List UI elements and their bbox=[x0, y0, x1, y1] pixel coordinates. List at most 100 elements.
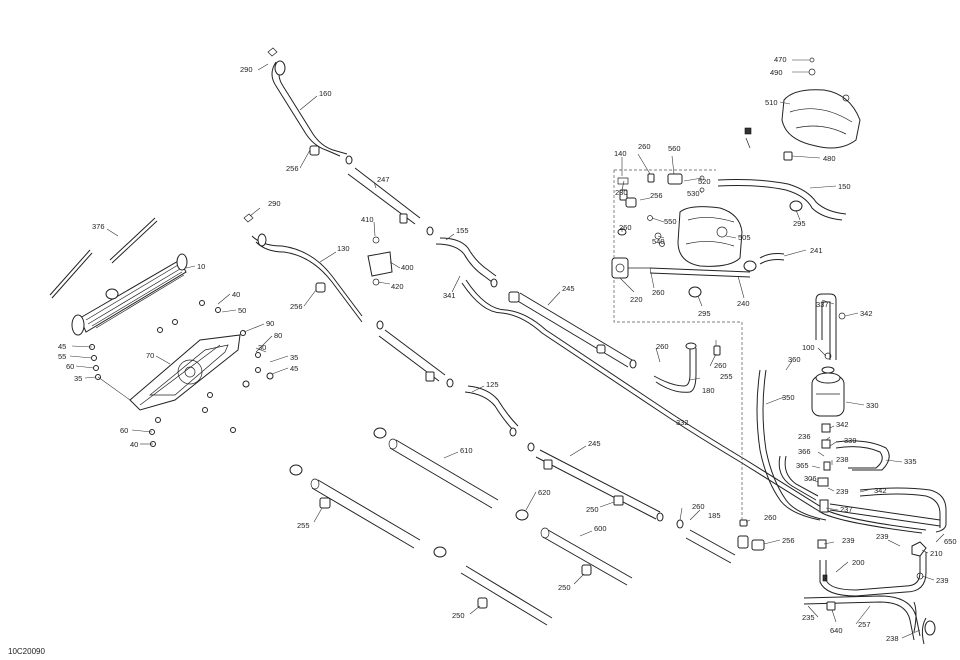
callout-label: 125 bbox=[486, 380, 499, 389]
callout-label: 155 bbox=[456, 226, 469, 235]
callout-label: 650 bbox=[944, 537, 957, 546]
callout-label: 239 bbox=[842, 536, 855, 545]
callout-label: 256 bbox=[290, 302, 303, 311]
callout-label: 130 bbox=[337, 244, 350, 253]
callout-label: 260 bbox=[692, 502, 705, 511]
callout-label: 335 bbox=[904, 457, 917, 466]
callout-label: 239 bbox=[936, 576, 949, 585]
callout-label: 332 bbox=[676, 418, 689, 427]
callout-label: 245 bbox=[588, 439, 601, 448]
callout-label: 45 bbox=[58, 342, 66, 351]
callout-label: 150 bbox=[838, 182, 851, 191]
callout-labels: 290 160 256 247 290 130 256 410 400 420 … bbox=[58, 55, 957, 643]
callout-label: 40 bbox=[232, 290, 240, 299]
callout-label: 210 bbox=[930, 549, 943, 558]
callout-label: 290 bbox=[268, 199, 281, 208]
callout-label: 330 bbox=[866, 401, 879, 410]
callout-label: 640 bbox=[830, 626, 843, 635]
loose-hoses bbox=[289, 342, 765, 626]
long-tubes bbox=[461, 279, 927, 534]
callout-label: 45 bbox=[290, 364, 298, 373]
callout-label: 100 bbox=[802, 343, 815, 352]
callout-label: 230 bbox=[615, 188, 628, 197]
callout-label: 550 bbox=[664, 217, 677, 226]
callout-label: 480 bbox=[823, 154, 836, 163]
callout-label: 342 bbox=[836, 420, 849, 429]
callout-label: 366 bbox=[798, 447, 811, 456]
callout-label: 200 bbox=[852, 558, 865, 567]
callout-label: 256 bbox=[650, 191, 663, 200]
callout-label: 160 bbox=[319, 89, 332, 98]
callout-label: 510 bbox=[765, 98, 778, 107]
callout-label: 180 bbox=[702, 386, 715, 395]
callout-label: 30 bbox=[258, 343, 266, 352]
callout-label: 260 bbox=[656, 342, 669, 351]
callout-label: 250 bbox=[586, 505, 599, 514]
expansion-tank-top bbox=[744, 57, 861, 161]
callout-label: 60 bbox=[66, 362, 74, 371]
callout-label: 337 bbox=[816, 300, 829, 309]
callout-label: 35 bbox=[290, 353, 298, 362]
callout-label: 236 bbox=[798, 432, 811, 441]
callout-label: 540 bbox=[652, 237, 665, 246]
callout-label: 256 bbox=[286, 164, 299, 173]
callout-label: 250 bbox=[452, 611, 465, 620]
callout-label: 35 bbox=[74, 374, 82, 383]
callout-label: 365 bbox=[796, 461, 809, 470]
callout-label: 290 bbox=[240, 65, 253, 74]
callout-label: 220 bbox=[630, 295, 643, 304]
callout-label: 376 bbox=[92, 222, 105, 231]
callout-label: 55 bbox=[58, 352, 66, 361]
callout-label: 560 bbox=[668, 144, 681, 153]
callout-label: 260 bbox=[638, 142, 651, 151]
callout-label: 255 bbox=[297, 521, 310, 530]
callout-label: 339 bbox=[844, 436, 857, 445]
callout-label: 235 bbox=[802, 613, 815, 622]
callout-label: 238 bbox=[886, 634, 899, 643]
callout-label: 530 bbox=[687, 189, 700, 198]
callout-label: 295 bbox=[793, 219, 806, 228]
callout-label: 600 bbox=[594, 524, 607, 533]
callout-label: 306 bbox=[804, 474, 817, 483]
callout-label: 241 bbox=[810, 246, 823, 255]
callout-label: 260 bbox=[764, 513, 777, 522]
callout-label: 60 bbox=[120, 426, 128, 435]
callout-label: 342 bbox=[874, 486, 887, 495]
hose-group-upper bbox=[243, 47, 519, 437]
callout-label: 245 bbox=[562, 284, 575, 293]
callout-label: 50 bbox=[238, 306, 246, 315]
callout-label: 255 bbox=[720, 372, 733, 381]
callout-label: 70 bbox=[146, 351, 154, 360]
callout-label: 620 bbox=[538, 488, 551, 497]
callout-label: 260 bbox=[652, 288, 665, 297]
coolant-reservoir bbox=[756, 293, 947, 645]
callout-label: 342 bbox=[860, 309, 873, 318]
callout-label: 520 bbox=[698, 177, 711, 186]
callout-label: 410 bbox=[361, 215, 374, 224]
callout-label: 10 bbox=[197, 262, 205, 271]
callout-label: 256 bbox=[782, 536, 795, 545]
callout-label: 247 bbox=[377, 175, 390, 184]
callout-label: 350 bbox=[782, 393, 795, 402]
radiator-assembly bbox=[49, 217, 274, 447]
callout-label: 90 bbox=[266, 319, 274, 328]
callout-label: 505 bbox=[738, 233, 751, 242]
callout-label: 237 bbox=[840, 505, 853, 514]
callout-label: 238 bbox=[836, 455, 849, 464]
callout-label: 610 bbox=[460, 446, 473, 455]
callout-label: 239 bbox=[836, 487, 849, 496]
reservoir-subassembly bbox=[611, 169, 847, 520]
callout-label: 470 bbox=[774, 55, 787, 64]
callout-label: 295 bbox=[698, 309, 711, 318]
callout-label: 140 bbox=[614, 149, 627, 158]
callout-label: 260 bbox=[619, 223, 632, 232]
callout-label: 490 bbox=[770, 68, 783, 77]
callout-label: 250 bbox=[558, 583, 571, 592]
callout-label: 360 bbox=[788, 355, 801, 364]
callout-label: 40 bbox=[130, 440, 138, 449]
diagram-code: 10C20090 bbox=[8, 647, 45, 656]
callout-label: 240 bbox=[737, 299, 750, 308]
callout-label: 239 bbox=[876, 532, 889, 541]
callout-label: 80 bbox=[274, 331, 282, 340]
